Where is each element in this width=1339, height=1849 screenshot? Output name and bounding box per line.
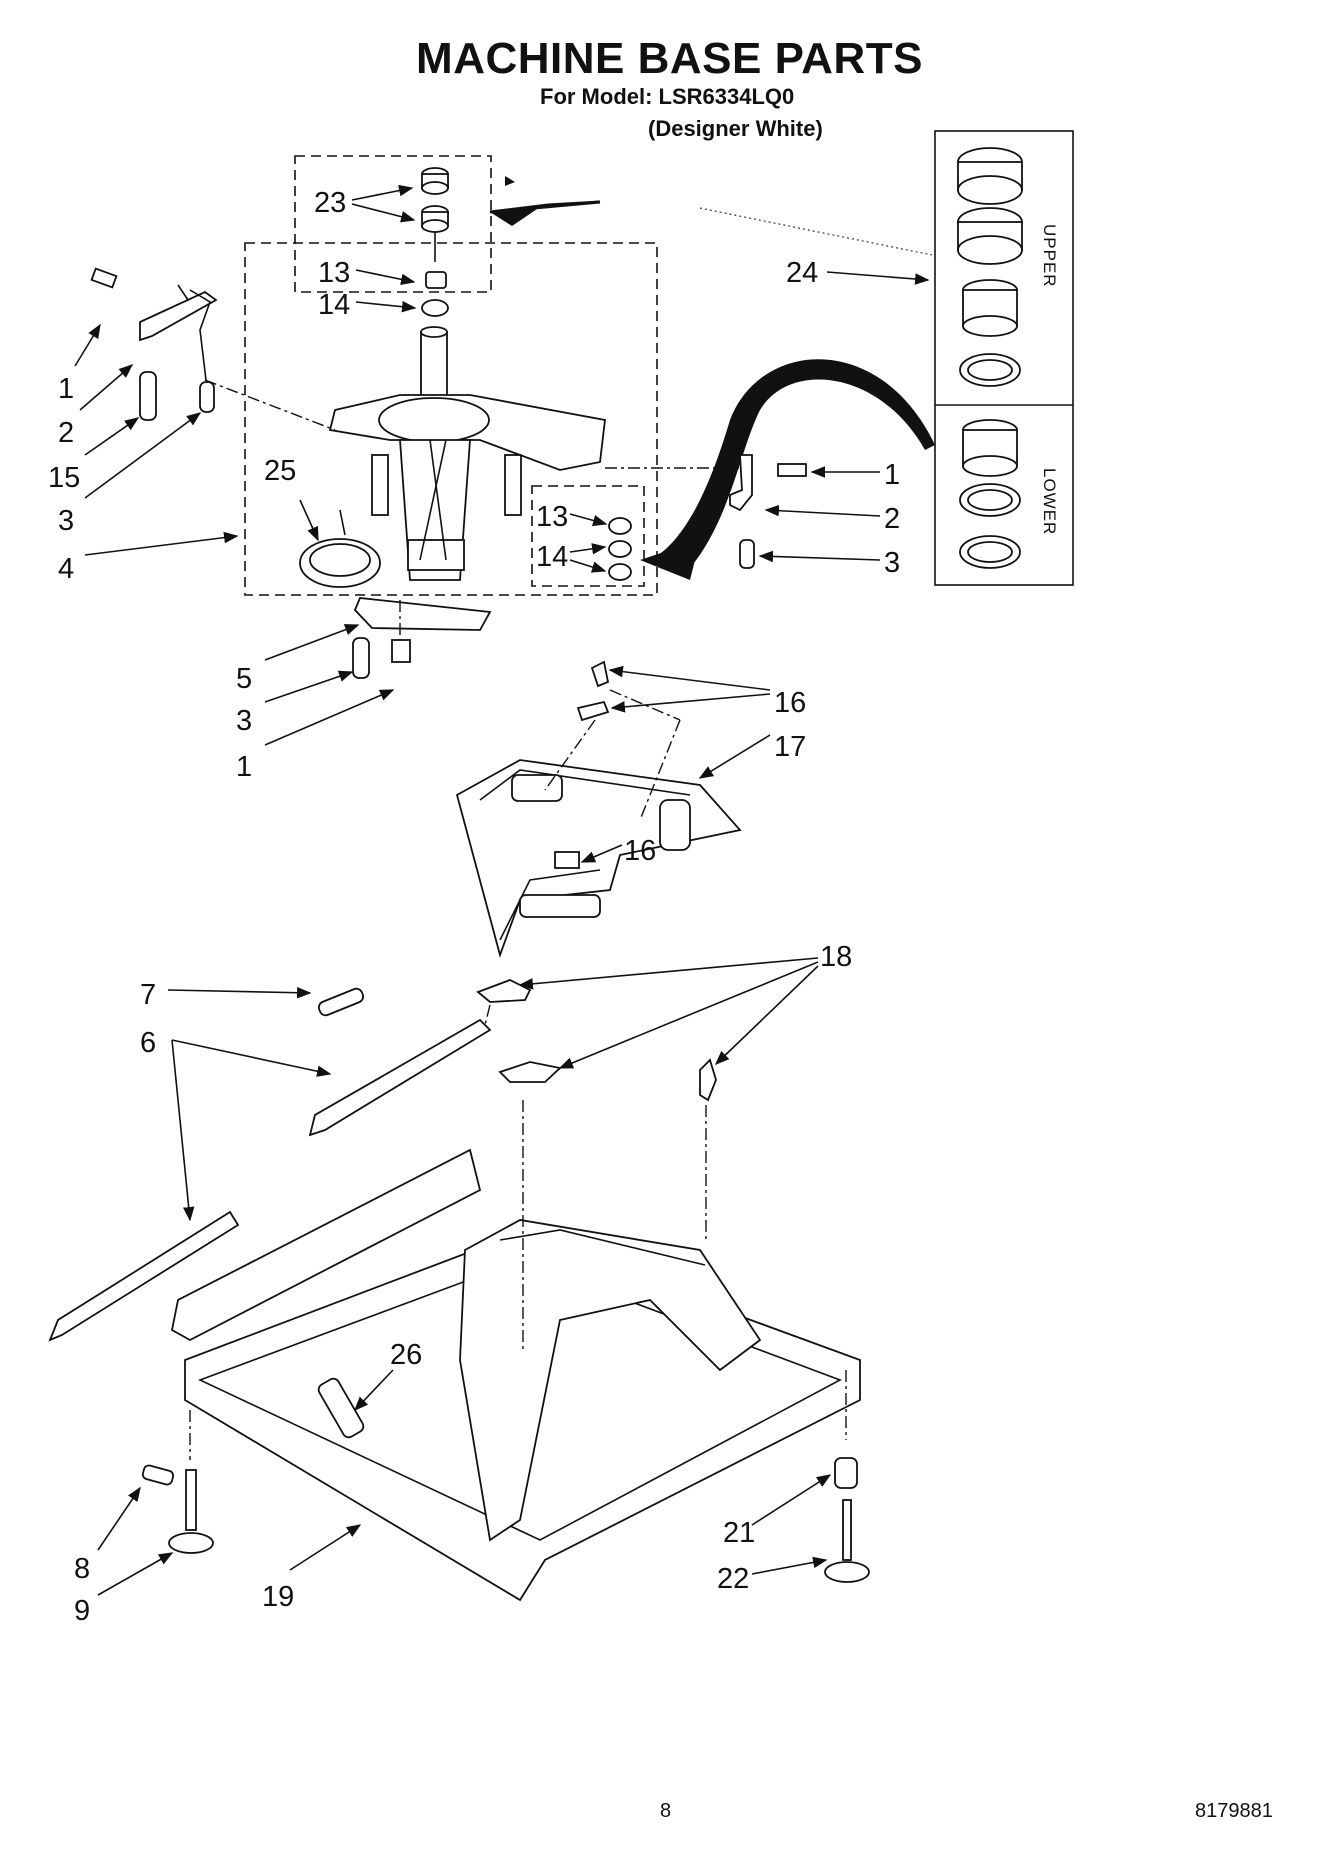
kit-box-24 (934, 130, 1074, 586)
part-25-ring (299, 509, 381, 588)
part-19-base-frame (170, 1148, 861, 1602)
callout-2-right: 2 (884, 503, 900, 535)
document-number: 8179881 (1195, 1800, 1273, 1822)
callout-13-top: 13 (318, 257, 350, 289)
callout-16-top: 16 (774, 687, 806, 719)
foot-parts (141, 1370, 870, 1583)
callout-8: 8 (74, 1553, 90, 1585)
callout-26: 26 (390, 1339, 422, 1371)
top-stack-parts (421, 167, 449, 317)
callout-1-lower: 1 (236, 751, 252, 783)
callout-1-left: 1 (58, 373, 74, 405)
callout-23: 23 (314, 187, 346, 219)
callout-labels: 23 13 14 24 1 2 15 3 4 25 13 14 1 2 3 5 … (48, 187, 900, 1627)
callout-3-lower: 3 (236, 705, 252, 737)
kit-box-13-14-right (531, 485, 645, 587)
callout-4: 4 (58, 553, 74, 585)
callout-25: 25 (264, 455, 296, 487)
callout-13-right: 13 (536, 501, 568, 533)
right-bracket-parts (605, 454, 807, 569)
part-17-pad (455, 660, 742, 958)
kit-24-parts (957, 147, 1023, 569)
leader-lines (74, 184, 930, 1596)
transmission-assembly (328, 326, 606, 581)
callout-19: 19 (262, 1581, 294, 1613)
callout-24: 24 (786, 257, 818, 289)
page-number: 8 (660, 1800, 672, 1822)
callout-1-right: 1 (884, 459, 900, 491)
callout-21: 21 (723, 1517, 755, 1549)
callout-14-top: 14 (318, 289, 350, 321)
callout-3-left: 3 (58, 505, 74, 537)
variant-line: (Designer White) (648, 116, 823, 141)
lower-kit-label: LOWER (1040, 468, 1059, 535)
upper-kit-label: UPPER (1040, 224, 1059, 288)
callout-18: 18 (820, 941, 852, 973)
callout-22: 22 (717, 1563, 749, 1595)
left-bracket-parts (90, 267, 336, 431)
callout-15: 15 (48, 462, 80, 494)
callout-9: 9 (74, 1595, 90, 1627)
right-bushings (608, 517, 632, 581)
callout-6: 6 (140, 1027, 156, 1059)
middle-parts (48, 979, 717, 1342)
callout-16-mid: 16 (624, 835, 656, 867)
callout-7: 7 (140, 979, 156, 1011)
callout-3-right: 3 (884, 547, 900, 579)
callout-5: 5 (236, 663, 252, 695)
callout-14-right: 14 (536, 541, 568, 573)
big-arrow-curved (650, 359, 935, 568)
assembly-box-4 (244, 242, 658, 596)
callout-17: 17 (774, 731, 806, 763)
callout-2-left: 2 (58, 417, 74, 449)
page-title: MACHINE BASE PARTS (416, 34, 923, 83)
model-line: For Model: LSR6334LQ0 (540, 84, 795, 109)
kit-box-23-13-14 (294, 155, 492, 293)
lower-bracket-parts (352, 597, 492, 679)
